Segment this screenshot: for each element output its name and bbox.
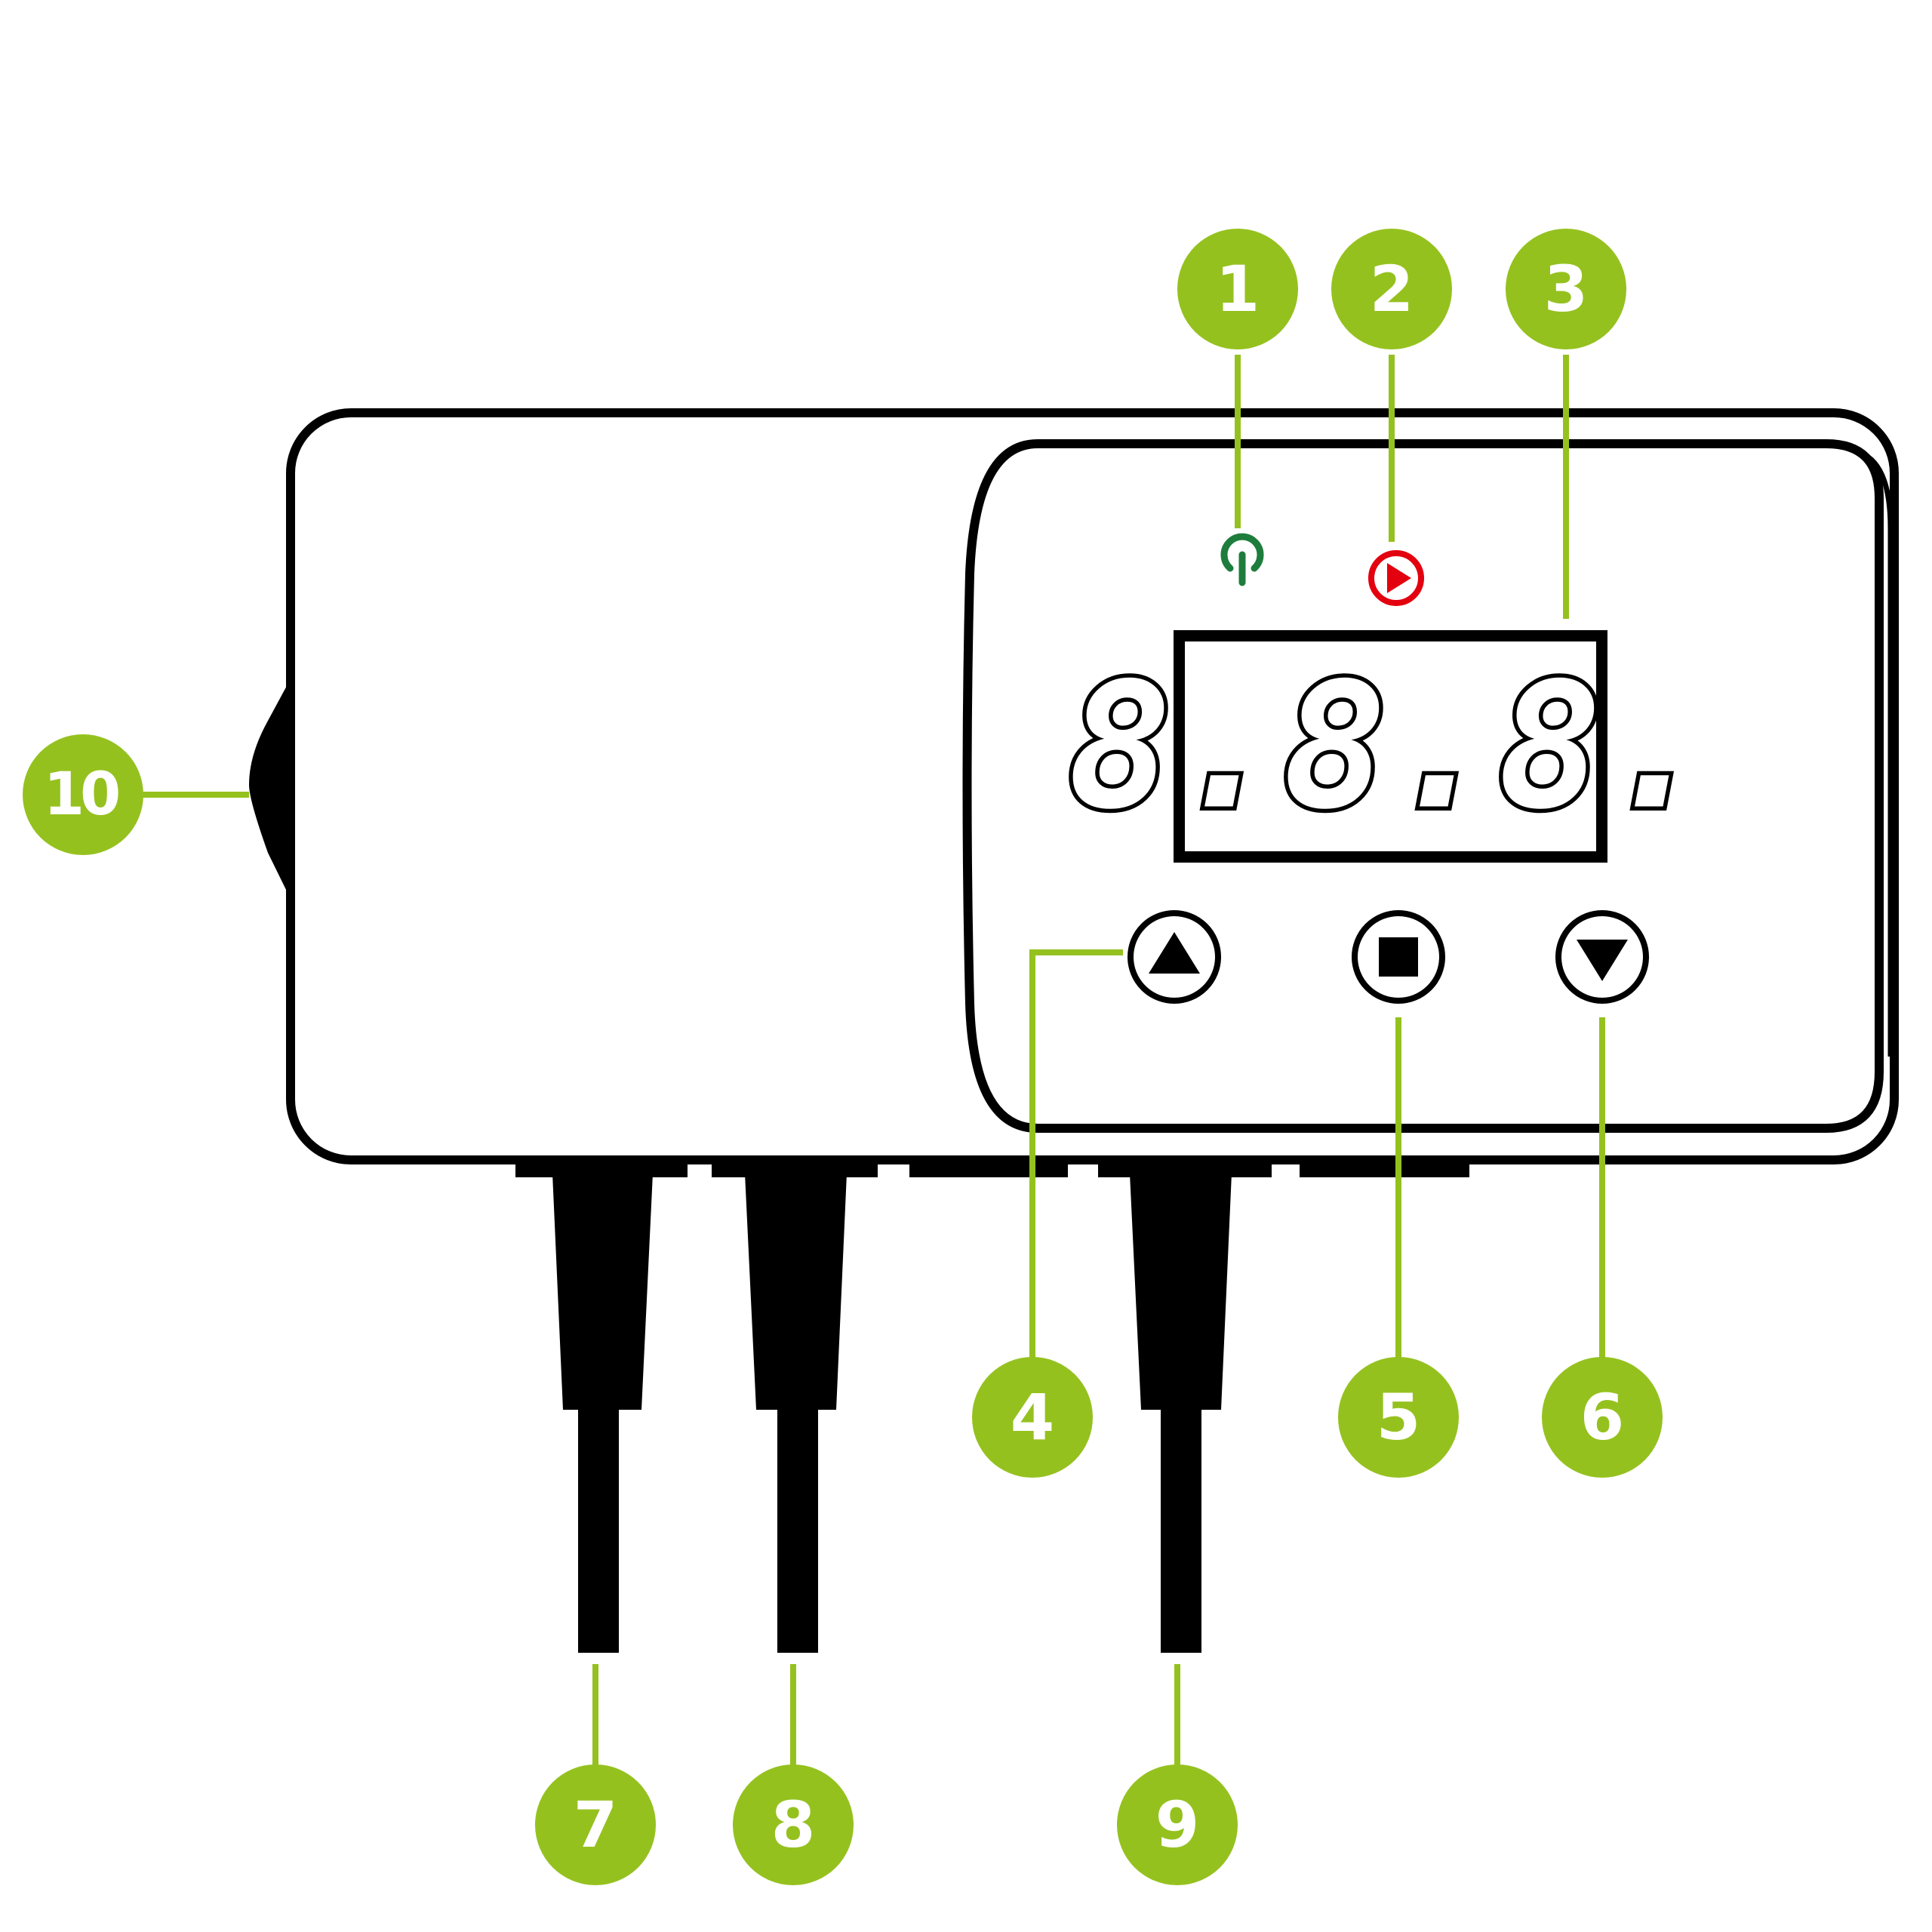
callout-4: 4 [972,1357,1093,1478]
menu-button[interactable] [1352,910,1445,1004]
pump-indicator [1368,550,1424,606]
panel-bezel [1859,450,1894,1057]
svg-text:1: 1 [1216,252,1260,326]
callout-8: 8 [733,1764,854,1885]
stop-square-icon [1379,937,1418,977]
svg-text:8: 8 [771,1788,815,1862]
up-button[interactable] [1128,910,1221,1004]
cable-9 [1130,1174,1232,1653]
svg-text:4: 4 [1011,1380,1054,1454]
callout-3: 3 [1506,229,1626,349]
display-readout: 8.8.8. [1068,647,1713,848]
callout-2: 2 [1331,229,1452,349]
up-triangle-icon [1149,932,1200,974]
cable-8 [745,1174,847,1653]
power-icon [1220,533,1264,586]
digital-display: 8.8.8. [1063,630,1714,863]
svg-text:3: 3 [1544,252,1588,326]
svg-text:6: 6 [1580,1380,1624,1454]
callout-6: 6 [1542,1357,1663,1478]
svg-text:7: 7 [574,1788,617,1862]
down-button[interactable] [1555,910,1649,1004]
cable-7 [552,1174,653,1653]
callout-7: 7 [535,1764,656,1885]
leader-lines [140,355,1605,1774]
power-switch[interactable] [249,683,288,894]
svg-text:9: 9 [1155,1788,1199,1862]
svg-text:10: 10 [44,761,118,829]
svg-text:5: 5 [1377,1380,1420,1454]
pump-play-icon [1368,550,1424,606]
svg-text:2: 2 [1370,252,1414,326]
power-indicator [1220,533,1264,586]
callout-1: 1 [1177,229,1298,349]
callout-10: 10 [23,734,143,855]
callout-5: 5 [1338,1357,1459,1478]
callout-9: 9 [1117,1764,1238,1885]
down-triangle-icon [1577,940,1628,981]
